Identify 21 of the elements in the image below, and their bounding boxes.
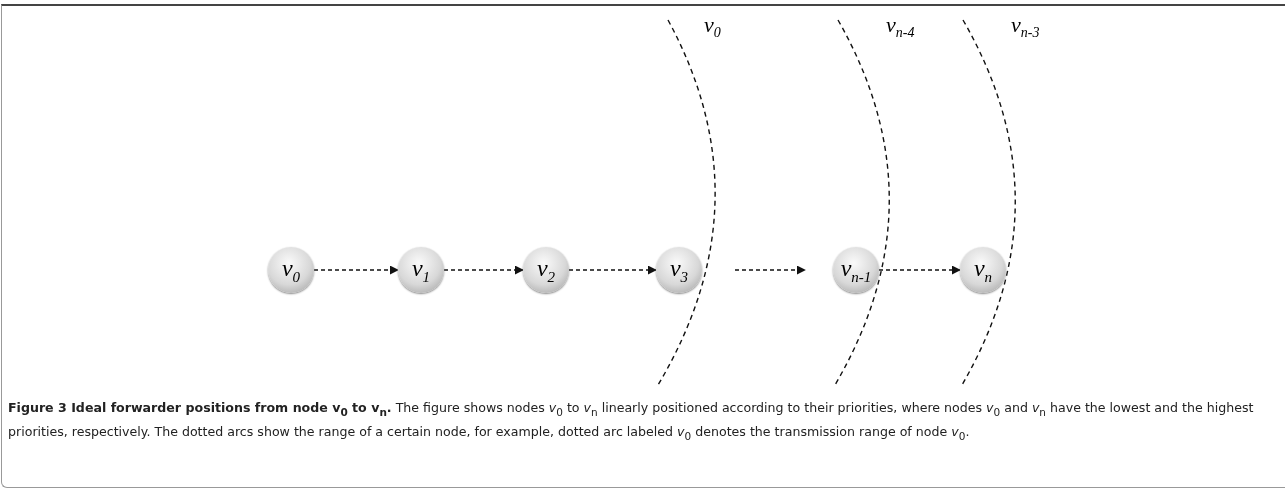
arc-label: v$_{n-4}$ [886, 14, 915, 41]
arc-label: v$_{0}$ [704, 14, 721, 41]
arrow [313, 265, 399, 275]
arrow [878, 265, 961, 275]
node-label: v$_{n-1}$ [840, 255, 872, 285]
node-circle [960, 247, 1006, 293]
node-circle [833, 247, 879, 293]
arc-label: v$_{n-3}$ [1011, 14, 1040, 41]
node-circle [398, 247, 444, 293]
node-label: v$_{2}$ [536, 255, 556, 285]
node-label: v$_{3}$ [669, 255, 689, 285]
figure-caption: Figure 3 Ideal forwarder positions from node v$_{0}$ to v$_{n}$. The figure shows nodes v$_{0}$ to v$_{n}$ linearly positioned according to their priorities, where nodes v$_{0}$ and v$_{n}$ have the lowest and the highest priorities, respectively. The dotted arcs show the range of a certain node, for example, dotted arc labeled v$_{0}$ denotes the transmission range of node v$_{0}$. [8, 399, 1255, 444]
arrow [734, 265, 806, 275]
node-label: v$_{0}$ [281, 255, 301, 285]
node-circle [523, 247, 569, 293]
node-label: v$_{1}$ [411, 255, 431, 285]
node-circle [656, 247, 702, 293]
node-label: v$_{n}$ [973, 255, 993, 285]
arrow [443, 265, 524, 275]
arrow [568, 265, 657, 275]
node-circle [268, 247, 314, 293]
